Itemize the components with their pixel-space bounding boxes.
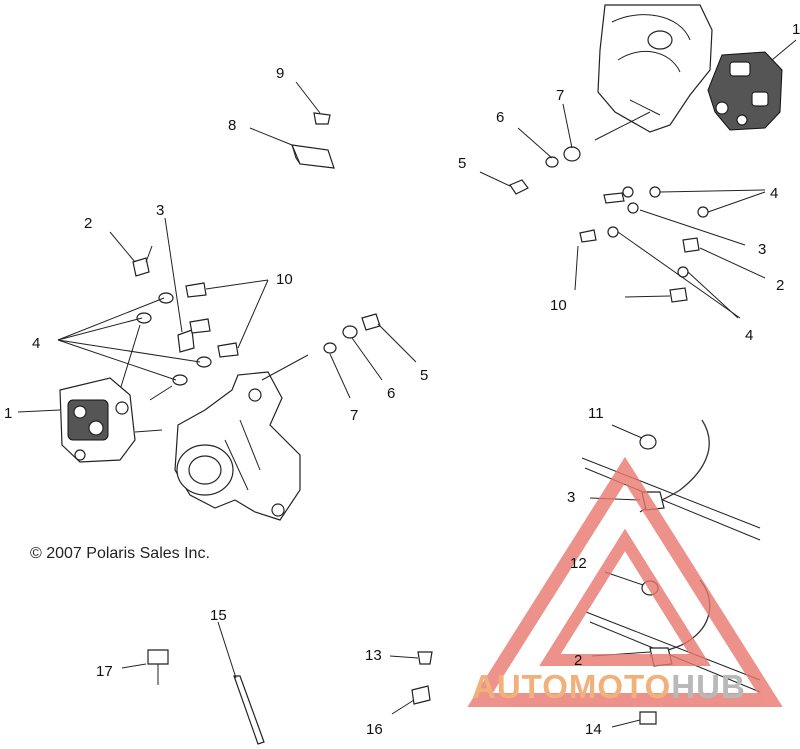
brake-caliper-left [17, 377, 163, 463]
callout-10-left: 10 [276, 271, 293, 288]
callout-14: 14 [585, 721, 602, 738]
clip-17 [121, 649, 169, 685]
callout-1-right: 1 [792, 21, 800, 38]
callout-2-bottom: 2 [574, 652, 582, 669]
callout-4-left: 4 [32, 335, 40, 352]
callout-8: 8 [228, 117, 236, 134]
watermark-logo [467, 456, 783, 707]
callout-2-left: 2 [84, 215, 92, 232]
callout-12: 12 [570, 555, 587, 572]
steering-knuckle-left [174, 354, 309, 521]
callout-2-right: 2 [776, 277, 784, 294]
callout-17: 17 [96, 663, 113, 680]
callout-7-right: 7 [556, 87, 564, 104]
callout-5-right: 5 [420, 367, 428, 384]
hardware-cluster-left [57, 217, 269, 401]
callout-11: 11 [588, 405, 604, 422]
callout-10-right: 10 [550, 297, 567, 314]
callout-1-left: 1 [4, 405, 12, 422]
watermark-text-part2: HUB [671, 668, 746, 705]
callout-4-right-top: 4 [770, 185, 778, 202]
screw-9 [295, 81, 331, 125]
callout-9: 9 [276, 65, 284, 82]
sensor-bracket-8 [249, 127, 335, 169]
callout-4-right-bottom: 4 [745, 327, 753, 344]
clamp-16 [391, 685, 431, 715]
callout-16: 16 [366, 721, 383, 738]
hardware-cluster-middle [323, 313, 417, 399]
cable-tie-15 [217, 621, 265, 745]
watermark-text-part1: AUTOMOTO [472, 668, 672, 705]
callout-7-left: 7 [350, 407, 358, 424]
hardware-cluster-right [479, 103, 766, 319]
callout-5-left: 5 [458, 155, 466, 172]
callout-6-left: 6 [496, 109, 504, 126]
brake-caliper-top-right [707, 39, 797, 131]
callout-15: 15 [210, 607, 227, 624]
rivet-13 [389, 651, 433, 665]
callout-3-right: 3 [758, 241, 766, 258]
bolt-14 [611, 711, 657, 728]
callout-13: 13 [365, 647, 382, 664]
callout-3-left: 3 [156, 202, 164, 219]
callout-3-lower: 3 [567, 489, 575, 506]
copyright-notice: © 2007 Polaris Sales Inc. [30, 545, 210, 562]
steering-knuckle-top-right [594, 4, 713, 141]
callout-6-right: 6 [387, 385, 395, 402]
watermark-text: AUTOMOTOHUB [472, 668, 746, 706]
